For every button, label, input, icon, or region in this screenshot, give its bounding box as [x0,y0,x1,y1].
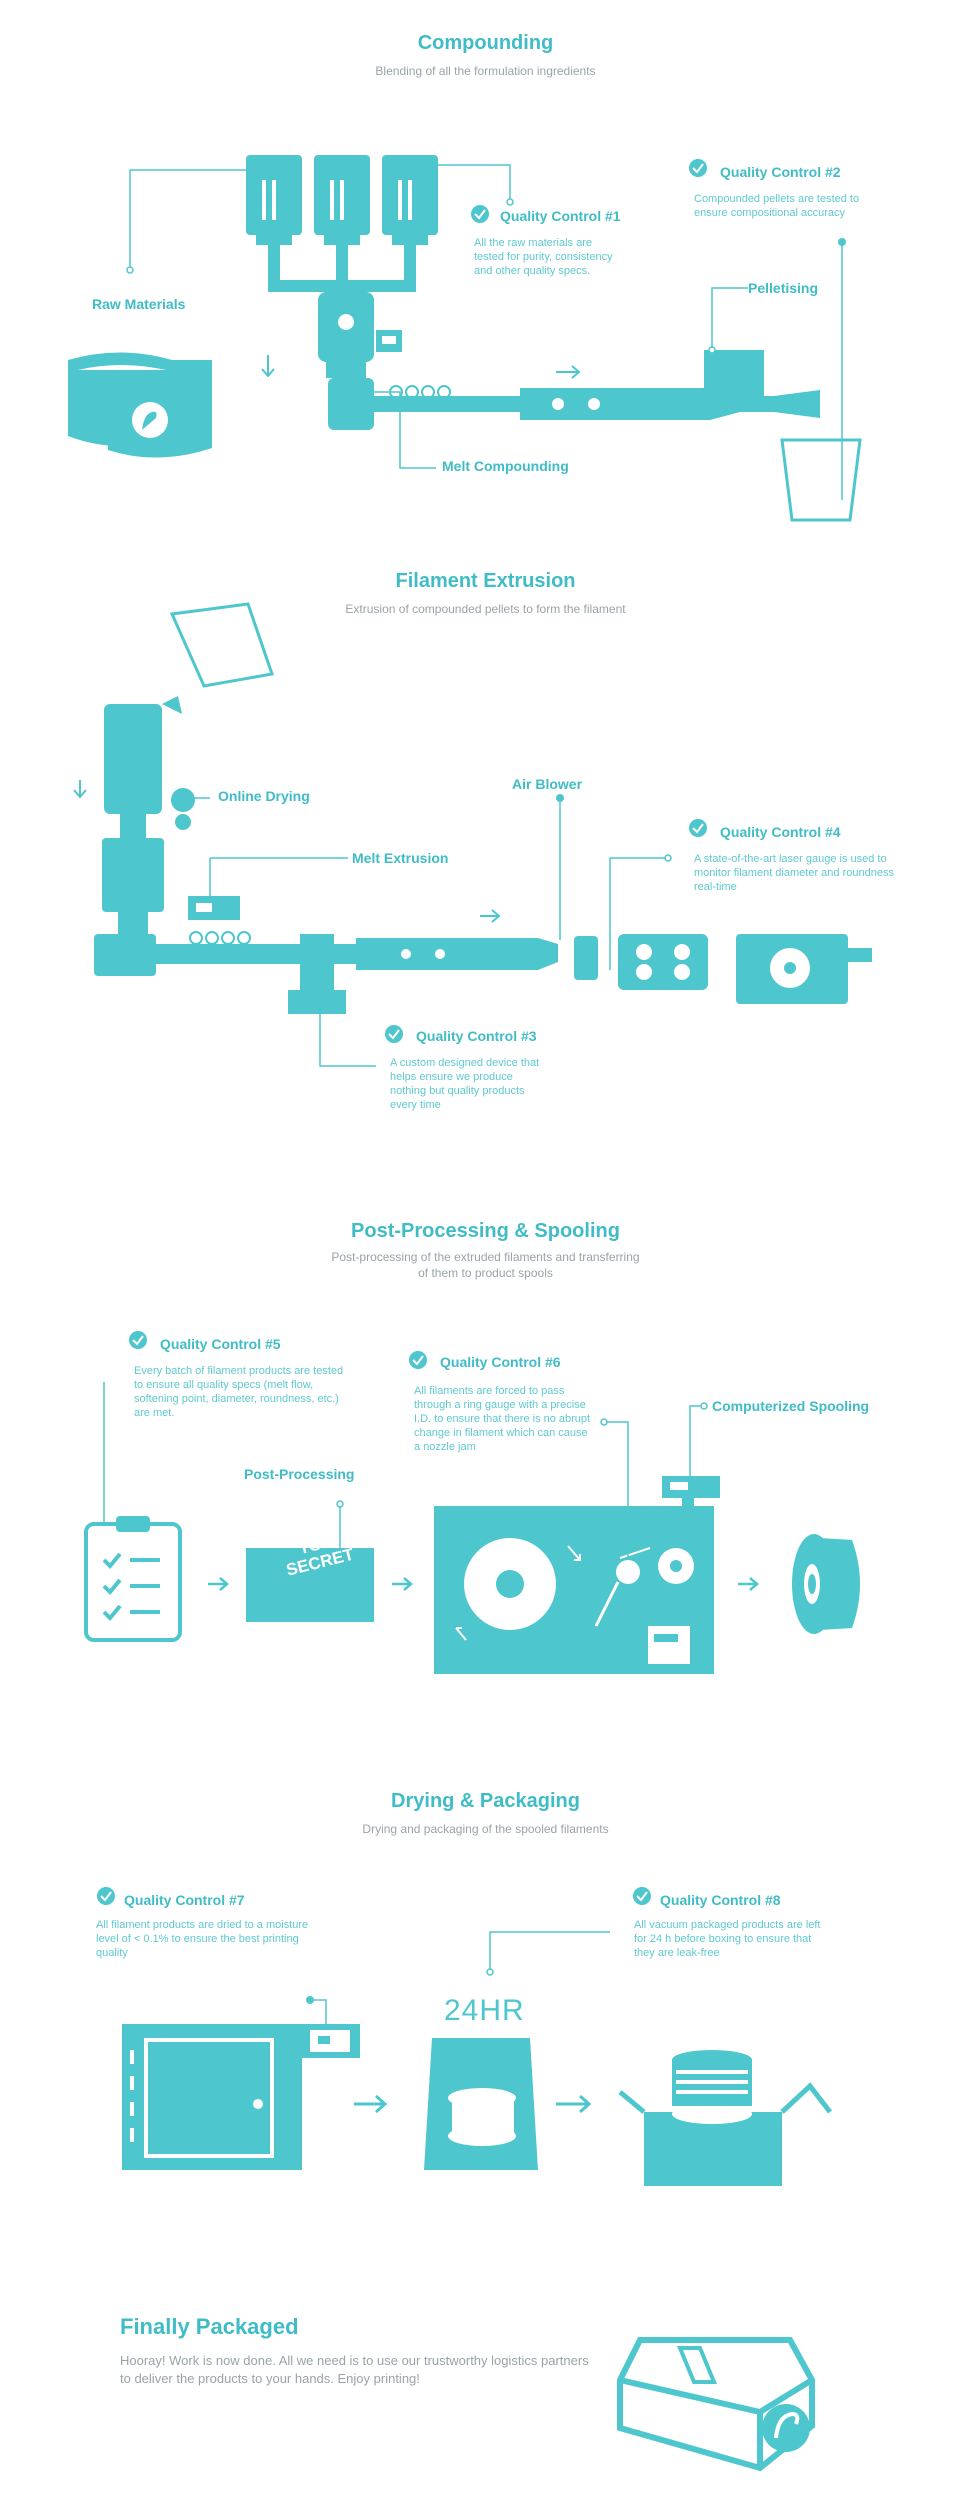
qc4-desc: A state-of-the-art laser gauge is used t… [694,853,894,893]
raw-material-drums [68,352,212,458]
qc4-title: Quality Control #4 [720,824,841,840]
final-title: Finally Packaged [120,2314,299,2339]
check-badge-icon [385,1025,403,1043]
online-drying-label: Online Drying [218,788,310,804]
compounding-subtitle: Blending of all the formulation ingredie… [375,64,596,78]
melt-compounding-label: Melt Compounding [442,458,569,474]
post-processing-label: Post-Processing [244,1466,355,1482]
qc6-desc: All filaments are forced to pass through… [414,1385,591,1453]
final-desc: Hooray! Work is now done. All we need is… [120,2353,589,2386]
qc2-desc: Compounded pellets are tested to ensure … [694,193,860,219]
computerized-spooling-label: Computerized Spooling [712,1398,870,1414]
extrusion-subtitle: Extrusion of compounded pellets to form … [345,602,626,616]
check-badge-icon [633,1887,651,1905]
qc6-title: Quality Control #6 [440,1354,561,1370]
extrusion-diagram [73,602,872,1067]
check-badge-icon [471,205,489,223]
qc3-title: Quality Control #3 [416,1028,537,1044]
spooling-diagram [84,1382,860,1674]
qc3-desc: A custom designed device that helps ensu… [390,1057,540,1111]
check-badge-icon [689,159,707,177]
check-badge-icon [409,1351,427,1369]
raw-materials-label: Raw Materials [92,296,186,312]
qc7-desc: All filament products are dried to a moi… [96,1919,309,1959]
extrusion-title: Filament Extrusion [395,570,576,592]
qc8-desc: All vacuum packaged products are left fo… [634,1919,821,1959]
spooling-subtitle-line1: Post-processing of the extruded filament… [331,1250,640,1264]
drying-diagram [122,1931,832,2186]
qc5-desc: Every batch of filament products are tes… [134,1365,344,1419]
compounding-diagram [68,155,862,522]
24hr-label: 24HR [444,1994,525,2027]
qc5-title: Quality Control #5 [160,1336,281,1352]
compounding-title: Compounding [417,32,554,54]
check-badge-icon [97,1887,115,1905]
qc7-title: Quality Control #7 [124,1892,245,1908]
qc2-title: Quality Control #2 [720,164,841,180]
spooling-subtitle-line2: of them to product spools [418,1266,553,1280]
pelletising-label: Pelletising [748,280,819,296]
check-badge-icon [129,1331,147,1349]
qc8-title: Quality Control #8 [660,1892,781,1908]
drying-title: Drying & Packaging [391,1790,580,1812]
hopper-icon [246,155,438,378]
drying-subtitle: Drying and packaging of the spooled fila… [362,1822,609,1836]
qc1-title: Quality Control #1 [500,208,621,224]
spooling-title: Post-Processing & Spooling [351,1220,620,1242]
melt-extrusion-label: Melt Extrusion [352,850,449,866]
air-blower-label: Air Blower [512,776,583,792]
check-badge-icon [689,819,707,837]
qc1-desc: All the raw materials are tested for pur… [474,237,613,277]
final-box-diagram [617,2337,815,2472]
